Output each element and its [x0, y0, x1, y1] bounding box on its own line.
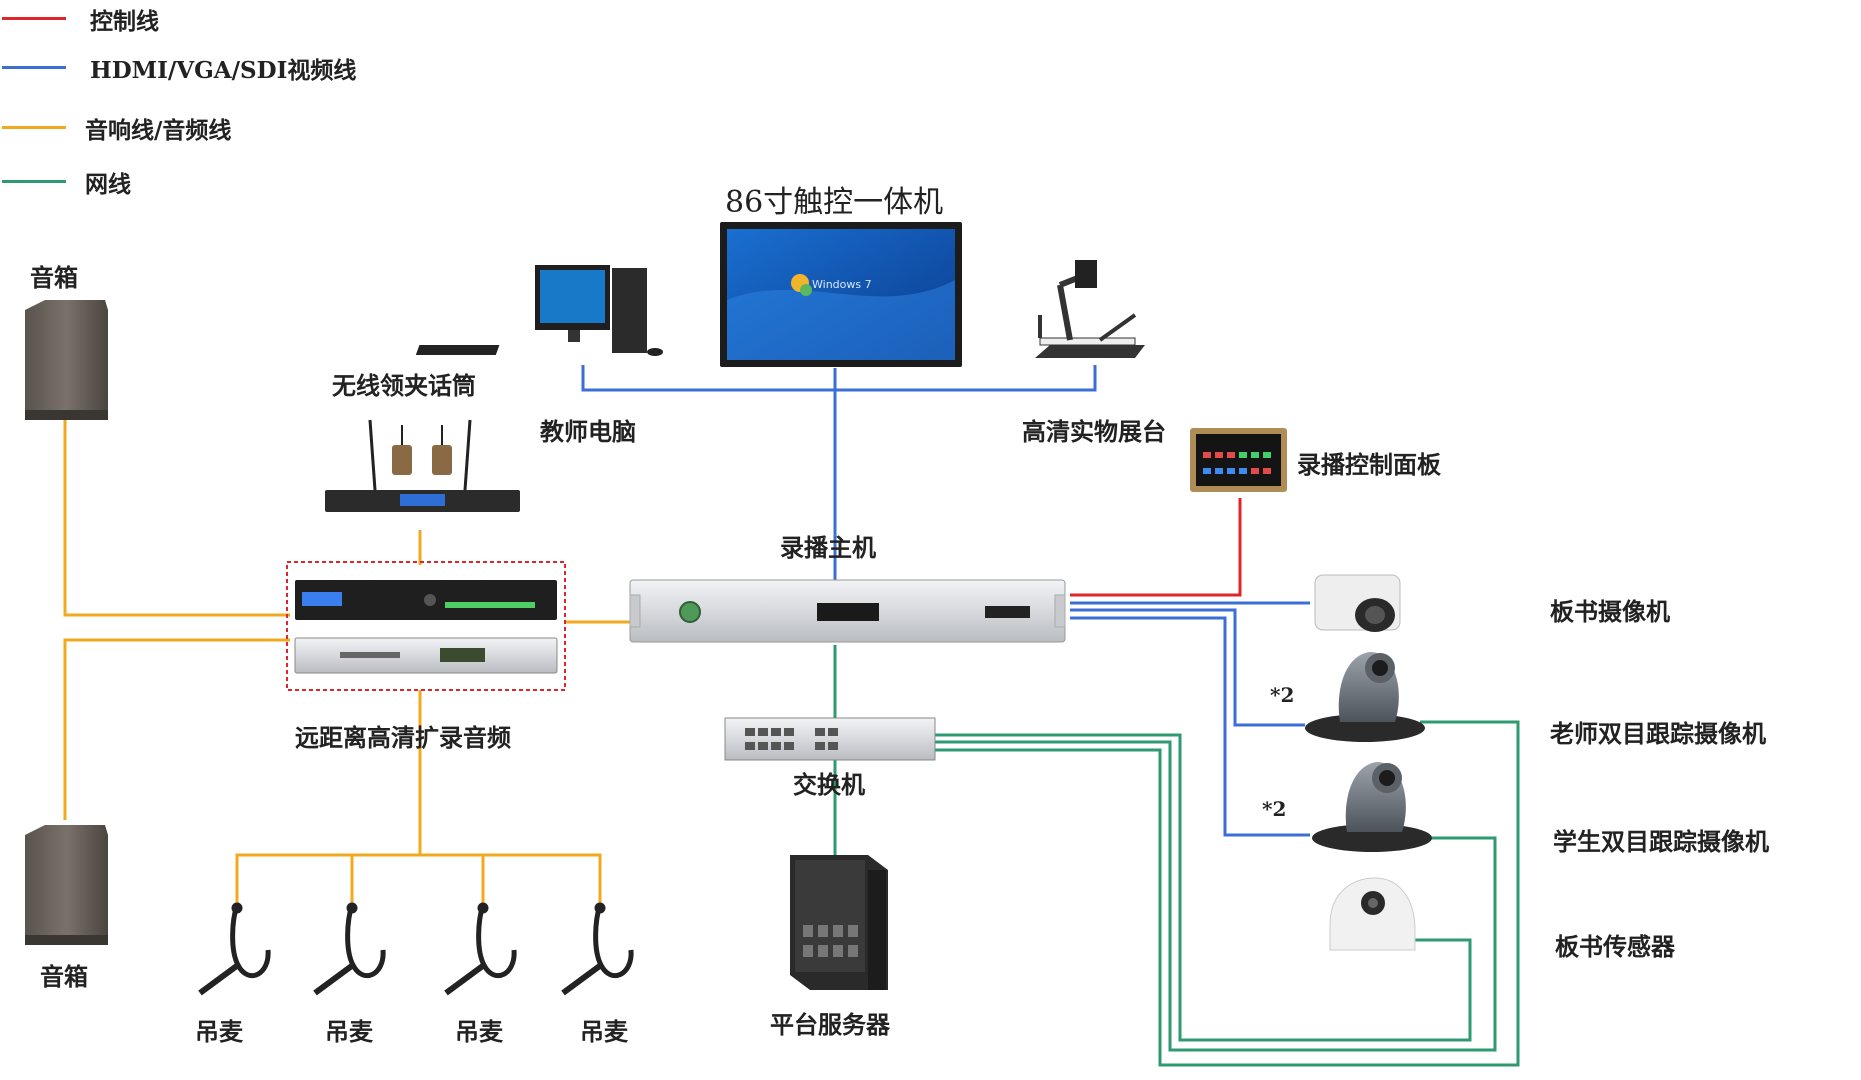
wireless-mic-device [325, 419, 520, 512]
recording-host-label: 录播主机 [780, 533, 876, 562]
board-sensor-device [1329, 877, 1416, 951]
mic-1-label: 吊麦 [195, 1017, 243, 1046]
switch-device [724, 717, 936, 761]
legend-line-video [2, 66, 66, 69]
board-sensor-label: 板书传感器 [1555, 932, 1675, 961]
legend-line-audio [2, 126, 66, 129]
student-camera-device [1312, 762, 1432, 852]
teacher-pc [415, 265, 663, 356]
recording-host-device [629, 579, 1066, 643]
teacher-camera-label: 老师双目跟踪摄像机 [1550, 719, 1766, 748]
server-device [790, 855, 888, 990]
board-camera-label: 板书摄像机 [1550, 597, 1670, 626]
mic-3-device [444, 902, 517, 996]
legend-label-audio: 音响线/音频线 [85, 117, 232, 144]
teacher-camera-device [1305, 652, 1425, 742]
control-lines [1070, 498, 1242, 597]
audio-processor-device [286, 561, 566, 691]
server-label: 平台服务器 [770, 1010, 890, 1039]
mic-4-label: 吊麦 [580, 1017, 628, 1046]
document-camera [1035, 260, 1145, 358]
mic-2-label: 吊麦 [325, 1017, 373, 1046]
network-lines [833, 645, 1520, 1067]
control-panel-device [1190, 428, 1287, 492]
legend-label-control: 控制线 [90, 8, 159, 35]
touch-screen [720, 222, 962, 367]
board-camera-device [1314, 574, 1401, 632]
video-lines [581, 365, 1310, 837]
teacher-pc-label: 教师电脑 [540, 417, 636, 446]
mic-4-device [561, 902, 634, 996]
switch-label: 交换机 [793, 770, 865, 799]
control-panel-label: 录播控制面板 [1297, 450, 1441, 479]
speaker-top-device [25, 300, 108, 420]
mic-1-device [198, 902, 271, 996]
student-camera-label: 学生双目跟踪摄像机 [1553, 827, 1769, 856]
audio-processor-label: 远距离高清扩录音频 [295, 723, 511, 752]
touch-screen-label: 86寸触控一体机 [725, 185, 944, 220]
screen-os-text: Windows 7 [812, 278, 872, 291]
speaker-top-label: 音箱 [30, 263, 78, 292]
speaker-bottom-label: 音箱 [40, 962, 88, 991]
mic-2-device [313, 902, 386, 996]
legend-label-network: 网线 [85, 171, 131, 198]
legend-label-video: HDMI/VGA/SDI视频线 [90, 57, 357, 84]
audio-lines [63, 420, 632, 905]
speaker-bottom-device [25, 825, 108, 945]
document-camera-label: 高清实物展台 [1022, 417, 1166, 446]
mic-3-label: 吊麦 [455, 1017, 503, 1046]
hanging-mics [198, 902, 634, 996]
legend-line-control [2, 17, 66, 20]
student-camera-count: *2 [1262, 797, 1287, 821]
wireless-mic-label: 无线领夹话筒 [332, 371, 476, 400]
legend-line-network [2, 180, 66, 183]
teacher-camera-count: *2 [1270, 683, 1295, 707]
